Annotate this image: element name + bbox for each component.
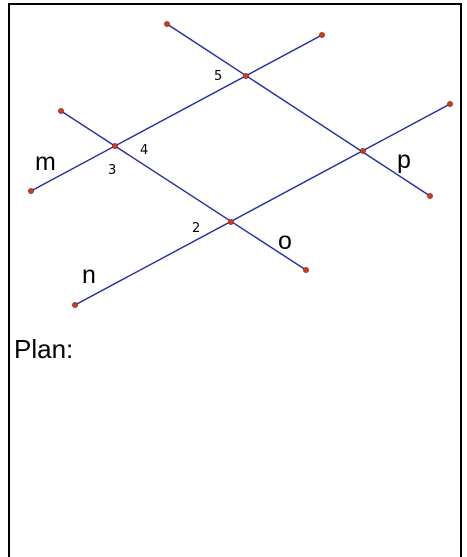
point-o-bottom-end: [303, 267, 309, 273]
point-intersection-m-o: [112, 143, 118, 149]
line-label-n: n: [82, 261, 96, 289]
line-o: [60, 110, 307, 271]
diagram-points: [28, 21, 453, 308]
line-label-o: o: [278, 227, 292, 255]
point-m-right-end: [319, 32, 325, 38]
point-intersection-n-o: [228, 219, 234, 225]
angle-label-5: 5: [214, 69, 222, 84]
point-p-bottom-end: [427, 193, 433, 199]
point-p-top-end: [164, 21, 170, 27]
line-label-p: p: [397, 146, 411, 174]
point-n-right-end: [447, 101, 453, 107]
angle-label-3: 3: [108, 163, 116, 178]
plan-label: Plan:: [14, 334, 74, 364]
point-o-top-end: [58, 108, 64, 114]
point-intersection-m-p: [243, 73, 249, 79]
line-n: [74, 103, 451, 306]
point-intersection-n-p: [360, 148, 366, 154]
point-n-left-end: [72, 302, 78, 308]
line-m: [30, 34, 323, 192]
angle-label-2: 2: [192, 221, 200, 236]
line-label-m: m: [35, 148, 56, 176]
worksheet-frame: [8, 3, 462, 557]
line-p: [166, 23, 431, 197]
angle-label-4: 4: [140, 143, 148, 158]
point-m-left-end: [28, 188, 34, 194]
